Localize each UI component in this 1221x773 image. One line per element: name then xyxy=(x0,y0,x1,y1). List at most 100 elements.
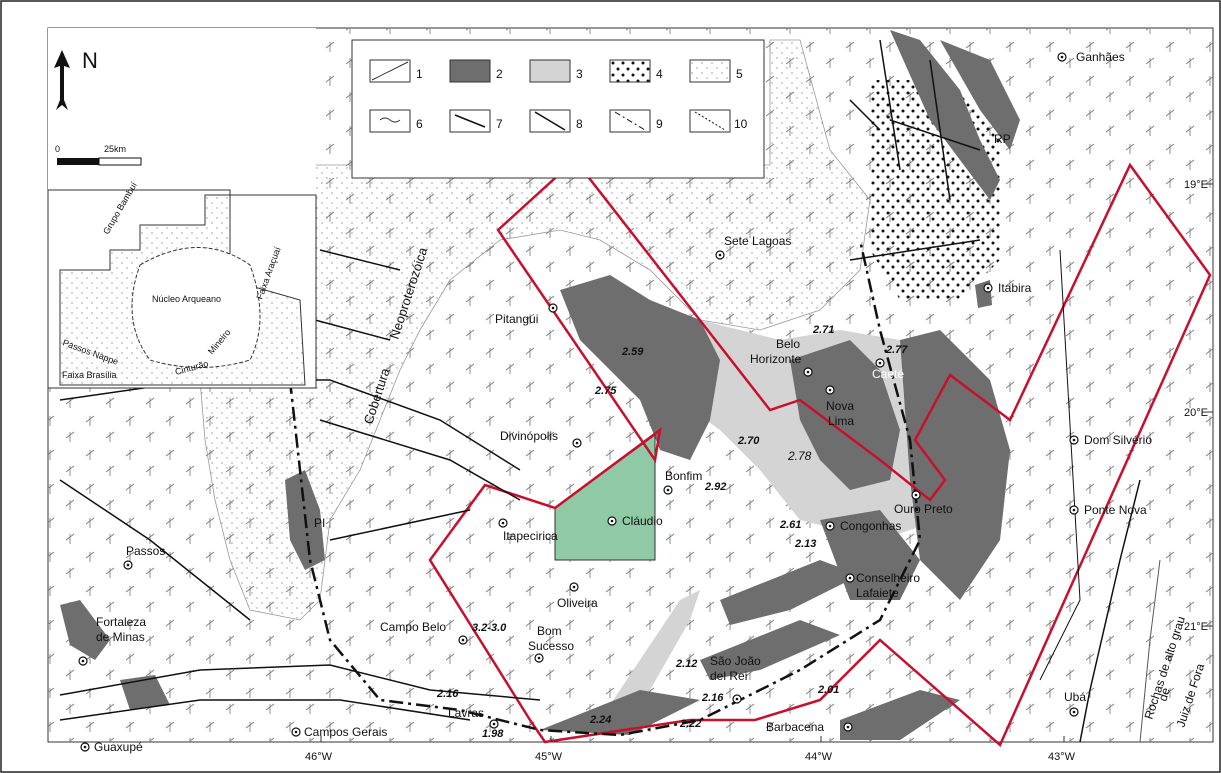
city-divinopolis: Divinópolis xyxy=(500,429,558,443)
greenstone-north-2 xyxy=(940,40,1020,150)
fortaleza-unit xyxy=(60,600,110,660)
fault-nw-1 xyxy=(319,249,401,271)
age-label: 2.61 xyxy=(779,519,801,531)
lat-19: 19°E xyxy=(1184,179,1208,191)
age-label: 2.75 xyxy=(594,385,617,397)
legend-swatch-3 xyxy=(529,59,571,83)
city-campos-gerais: Campos Gerais xyxy=(304,725,387,739)
city-bom: Bom xyxy=(537,624,562,638)
legend-swatch-2 xyxy=(449,59,491,83)
city-claudio: Cláudio xyxy=(622,514,663,528)
city-sao-joao: São João xyxy=(710,654,761,668)
city-barbacena: Barbacena xyxy=(766,720,824,734)
age-label: 1.98 xyxy=(482,728,504,740)
craton-limit xyxy=(288,239,922,737)
legend-swatch-6 xyxy=(369,109,411,133)
age-label: 2.24 xyxy=(589,714,611,726)
legend-label-6: 6 xyxy=(416,117,423,131)
legend-label-9: 9 xyxy=(656,117,663,131)
city-de-minas: de Minas xyxy=(96,630,145,644)
legend-label-1: 1 xyxy=(416,67,423,81)
greenstone-north xyxy=(890,30,1000,200)
legend-label-5: 5 xyxy=(736,67,743,81)
age-label: 2.01 xyxy=(817,684,839,696)
legend-label-2: 2 xyxy=(496,67,503,81)
lon-46: 46°W xyxy=(305,751,333,763)
age-label: 2.12 xyxy=(675,658,697,670)
age-label: 2.78 xyxy=(787,449,812,463)
east-fault-2 xyxy=(1139,559,1161,743)
guaxupe-unit xyxy=(120,675,170,710)
age-label: 3.2-3.0 xyxy=(472,622,507,634)
label-rp: RP xyxy=(994,132,1011,146)
city-ganhaes: Ganhães xyxy=(1076,50,1125,64)
city-campo-belo: Campo Belo xyxy=(380,620,446,634)
city-pitangui: Pitangui xyxy=(495,312,538,326)
faults-north xyxy=(849,39,981,261)
city-dom-silverio: Dom Silvério xyxy=(1084,433,1152,447)
fault-nw-2 xyxy=(314,319,391,341)
thrust-east xyxy=(1039,249,1081,681)
lat-20: 20°E xyxy=(1184,407,1208,419)
greenstone-ouro-preto xyxy=(900,330,1010,600)
city-congonhas: Congonhas xyxy=(840,519,901,533)
legend-label-4: 4 xyxy=(656,67,663,81)
fault-south xyxy=(59,664,541,701)
label-de: de xyxy=(1156,686,1174,703)
city-belo: Belo xyxy=(776,337,800,351)
inset-craton xyxy=(131,247,261,368)
greenstone-sjdr-2 xyxy=(700,620,840,680)
legend-swatch-1 xyxy=(369,59,411,83)
city-sucesso: Sucesso xyxy=(528,639,574,653)
city-lavras: Lavras xyxy=(448,706,484,720)
city-marker-dots xyxy=(81,55,1076,749)
lon-45: 45°W xyxy=(535,751,563,763)
legend-label-8: 8 xyxy=(576,117,583,131)
age-label: 2.13 xyxy=(794,538,816,550)
lat-21: 21°E xyxy=(1184,621,1208,633)
city-conselheiro: Conselheiro xyxy=(856,571,920,585)
label-pi: PI xyxy=(314,516,325,530)
grid-ticks xyxy=(320,183,1213,742)
legend-swatch-7 xyxy=(449,109,491,133)
city-passos: Passos xyxy=(126,544,165,558)
fault-mid-2 xyxy=(329,509,471,541)
city-ponte-nova: Ponte Nova xyxy=(1084,503,1147,517)
greenstone-barbacena xyxy=(840,690,960,740)
lon-43: 43°W xyxy=(1048,751,1076,763)
age-label: 2.22 xyxy=(679,718,701,730)
age-label: 2.92 xyxy=(704,481,726,493)
east-fault xyxy=(1079,479,1141,743)
greenstone-sjdr-1 xyxy=(720,560,860,625)
legend-swatch-9 xyxy=(609,109,651,133)
north-label: N xyxy=(82,48,98,73)
scale-zero: 0 xyxy=(55,144,60,154)
legend-swatch-10 xyxy=(689,109,731,133)
city-oliveira: Oliveira xyxy=(557,596,598,610)
legend-swatch-8 xyxy=(529,109,571,133)
light-unit-south xyxy=(600,590,700,730)
fault-south-2 xyxy=(59,699,471,721)
greenstone-nova-lima xyxy=(790,340,900,490)
fault-west-2 xyxy=(59,479,251,621)
city-uba: Ubá xyxy=(1064,690,1086,704)
city-sete-lagoas: Sete Lagoas xyxy=(724,234,791,248)
city-del-rei: del Rei xyxy=(710,669,747,683)
age-label: 2.77 xyxy=(885,344,908,356)
fault-mid xyxy=(319,419,521,501)
city-lima: Lima xyxy=(828,414,854,428)
city-ouro-preto: Ouro Preto xyxy=(894,502,953,516)
greenstone-pitangui xyxy=(560,275,720,460)
city-nova: Nova xyxy=(826,399,854,413)
age-label: 2.16 xyxy=(436,688,459,700)
inset-label-brasilia: Faixa Brasília xyxy=(62,370,117,380)
city-itabira: Itabira xyxy=(998,281,1032,295)
scale-bar xyxy=(57,157,142,166)
legend-swatch-5 xyxy=(689,59,731,83)
city-bonfim: Bonfim xyxy=(665,469,702,483)
age-label: 2.16 xyxy=(701,692,724,704)
north-arrow-icon xyxy=(54,50,70,110)
inset-label-nucleo: Núcleo Arqueano xyxy=(152,294,221,304)
city-guaxupe: Guaxupé xyxy=(94,740,143,754)
